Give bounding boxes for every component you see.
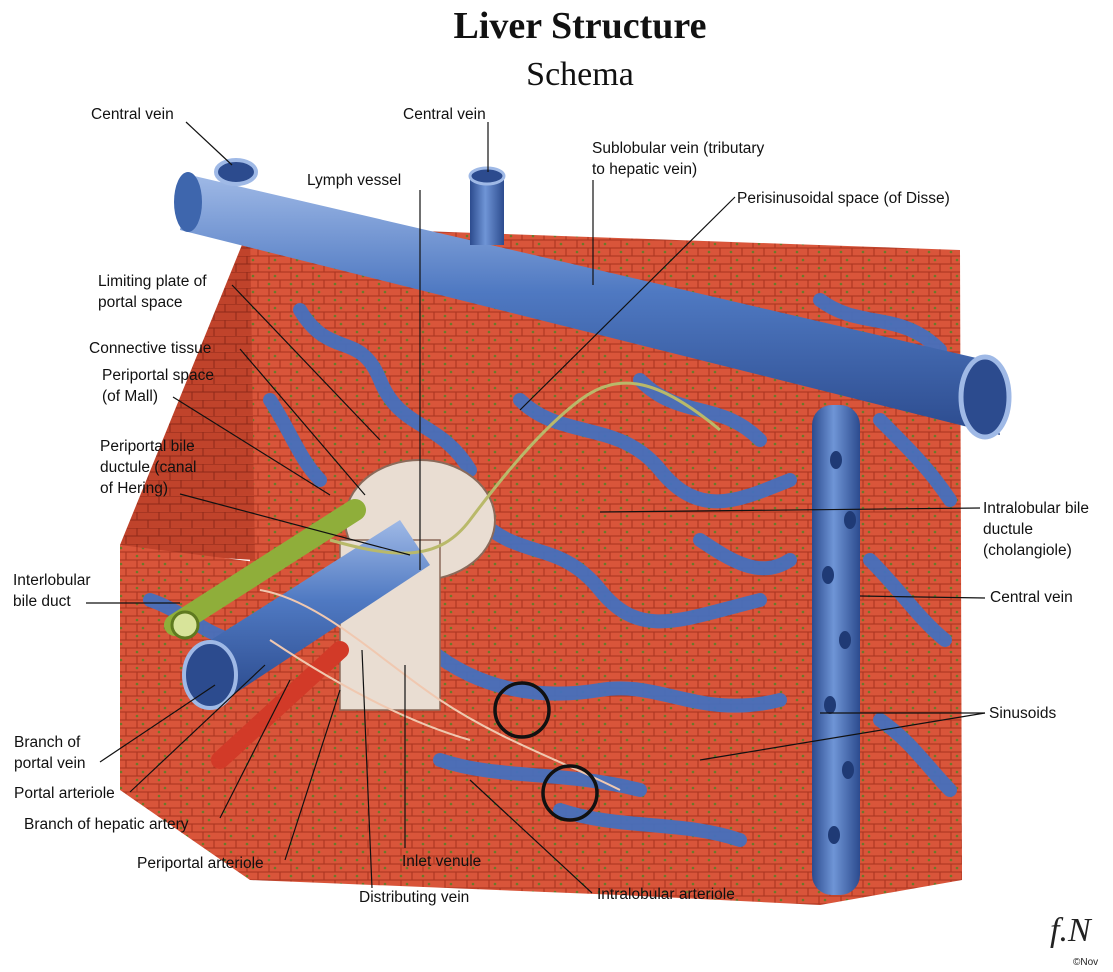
bile-duct-opening: [172, 612, 198, 638]
sublobular-vein-opening: [961, 357, 1009, 437]
label-interlobular-bile-duct: Interlobular bile duct: [13, 570, 91, 612]
label-branch-portal-vein: Branch of portal vein: [14, 732, 86, 774]
label-central-vein-top-center: Central vein: [403, 104, 486, 125]
label-distributing-vein: Distributing vein: [359, 887, 469, 908]
label-intralobular-arteriole: Intralobular arteriole: [597, 884, 735, 905]
label-lymph-vessel: Lymph vessel: [307, 170, 401, 191]
artist-signature-glyph: f.N: [1050, 912, 1091, 950]
label-branch-hepatic-artery: Branch of hepatic artery: [24, 814, 189, 835]
diagram-subtitle: Schema: [0, 56, 1113, 94]
sublobular-vein-end-left: [174, 172, 202, 232]
label-periportal-bile-ductule: Periportal bile ductule (canal of Hering…: [100, 436, 197, 499]
label-portal-arteriole: Portal arteriole: [14, 783, 115, 804]
portal-vein-opening: [184, 642, 236, 708]
diagram-title: Liver Structure: [0, 4, 1113, 48]
label-limiting-plate: Limiting plate of portal space: [98, 271, 207, 313]
label-sublobular-vein: Sublobular vein (tributary to hepatic ve…: [592, 138, 764, 180]
label-sinusoids: Sinusoids: [989, 703, 1056, 724]
label-central-vein-right: Central vein: [990, 587, 1073, 608]
label-intralobular-bile-ductule: Intralobular bile ductule (cholangiole): [983, 498, 1089, 561]
label-connective-tissue: Connective tissue: [89, 338, 211, 359]
label-periportal-arteriole: Periportal arteriole: [137, 853, 264, 874]
label-periportal-space: Periportal space (of Mall): [102, 365, 214, 407]
label-inlet-venule: Inlet venule: [402, 851, 481, 872]
central-vein-stub-top-opening: [470, 168, 504, 184]
central-vein-vertical: [812, 405, 860, 895]
artist-signature: ©Nov: [1073, 957, 1098, 968]
central-vein-stub-left: [216, 160, 256, 184]
label-perisinusoidal-space: Perisinusoidal space (of Disse): [737, 188, 950, 209]
label-central-vein-top-left: Central vein: [91, 104, 174, 125]
